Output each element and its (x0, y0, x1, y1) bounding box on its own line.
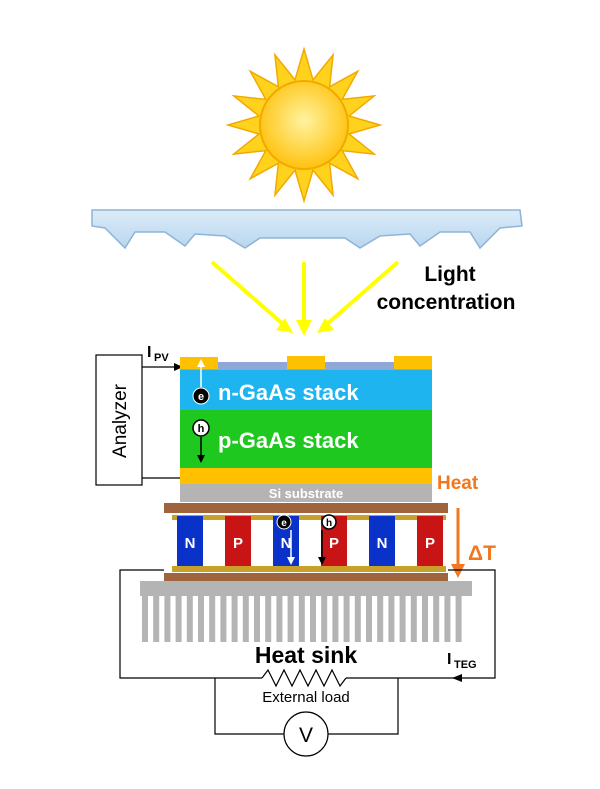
heat-sink-fin (422, 596, 428, 642)
heat-sink-fin (265, 596, 272, 642)
heat-sink-fin (444, 596, 451, 642)
top-contact-right (394, 356, 432, 369)
heat-sink-fin (220, 596, 227, 642)
si-substrate-label: Si substrate (269, 486, 343, 501)
n-type-leg (369, 516, 395, 566)
n-gaas-layer (180, 370, 432, 410)
analyzer-label: Analyzer (110, 383, 131, 458)
p-type-leg (417, 516, 443, 566)
p-type-leg-label: P (329, 535, 339, 552)
pv-hole-label: h (198, 423, 205, 435)
heat-sink-fin (310, 596, 316, 642)
n-type-leg-label: N (185, 535, 196, 552)
heat-sink-fin (343, 596, 350, 642)
heat-sink-fin (242, 596, 249, 642)
i-teg-arrow (452, 674, 462, 682)
heat-sink-base (140, 581, 472, 596)
top-contact-center (287, 356, 325, 369)
teg-bottom-conductor (410, 566, 446, 572)
heat-sink-fin (254, 596, 260, 642)
pv-hole-icon: h (192, 419, 210, 463)
top-ceramic-plate (164, 503, 448, 513)
n-type-leg-label: N (281, 535, 292, 552)
teg-top-conductor (360, 515, 446, 520)
teg-bottom-conductor (314, 566, 410, 572)
delta-t-label: ΔT (468, 542, 496, 565)
teg-hole-label: h (326, 518, 332, 529)
light-arrows (210, 260, 400, 336)
heat-sink-fin (332, 596, 339, 642)
bottom-ceramic-plate (164, 573, 448, 581)
heat-sink-fin (377, 596, 384, 642)
heat-label: Heat (437, 473, 479, 494)
heat-sink-fin (366, 596, 372, 642)
p-gaas-stack-label: p-GaAs stack (218, 428, 359, 453)
n-gaas-stack-label: n-GaAs stack (218, 380, 359, 405)
analyzer-box (95, 354, 143, 486)
pv-electron-label: e (198, 391, 204, 403)
heat-sink-fin (455, 596, 462, 642)
light-concentration-label-line2: concentration (377, 291, 516, 314)
si-substrate-layer (180, 484, 432, 502)
external-load-label: External load (262, 689, 350, 706)
heat-sink-fin (142, 596, 148, 642)
i-teg-subscript: TEG (454, 659, 477, 671)
heat-sink-fin (433, 596, 440, 642)
i-pv-subscript: PV (154, 352, 169, 364)
fresnel-lens (91, 209, 523, 250)
heat-sink-fin (231, 596, 238, 642)
n-type-leg-label: N (377, 535, 388, 552)
heat-sink-fin (410, 596, 417, 642)
pv-electron-icon: e (192, 359, 210, 405)
heat-sink-fin (399, 596, 406, 642)
heat-sink-fin (287, 596, 294, 642)
heat-flow-arrow (451, 508, 465, 578)
teg-electron-icon: e (276, 514, 295, 565)
light-arrow-left (210, 260, 286, 327)
heat-sink-fin (164, 596, 171, 642)
teg-top-conductor (172, 515, 268, 520)
p-type-leg-label: P (233, 535, 243, 552)
heat-sink-fin (354, 596, 361, 642)
teg-bottom-conductor (218, 566, 314, 572)
heat-sink-fin (198, 596, 204, 642)
n-type-leg (177, 516, 203, 566)
i-teg-label: I (447, 651, 451, 668)
heat-sink-fin (298, 596, 305, 642)
heat-sink-fin (276, 596, 283, 642)
heat-sink (140, 581, 472, 642)
voltmeter-icon (283, 711, 329, 757)
teg-top-conductor (264, 515, 360, 520)
p-type-leg (225, 516, 251, 566)
teg-hole-icon: h (318, 514, 337, 565)
light-concentration-label-line1: Light (424, 263, 475, 286)
heat-sink-fin (186, 596, 193, 642)
external-load-resistor (261, 668, 347, 688)
heat-sink-fin (209, 596, 216, 642)
heat-sink-fin (321, 596, 328, 642)
heat-sink-fin (153, 596, 160, 642)
i-pv-label: I (147, 344, 151, 361)
heat-sink-fin (388, 596, 395, 642)
sun-icon (225, 46, 383, 204)
analyzer-circuit: Analyzer (95, 354, 183, 486)
heat-sink-label: Heat sink (255, 642, 357, 668)
light-arrow-right (324, 260, 400, 327)
p-gaas-layer (180, 410, 432, 468)
bottom-contact (180, 468, 432, 484)
voltmeter-label: V (299, 724, 313, 747)
teg-electron-label: e (281, 518, 287, 529)
p-type-leg-label: P (425, 535, 435, 552)
teg-bottom-conductor (172, 566, 222, 572)
pv-cell (180, 356, 432, 484)
heat-sink-fin (175, 596, 182, 642)
teg-circuit (119, 569, 496, 757)
